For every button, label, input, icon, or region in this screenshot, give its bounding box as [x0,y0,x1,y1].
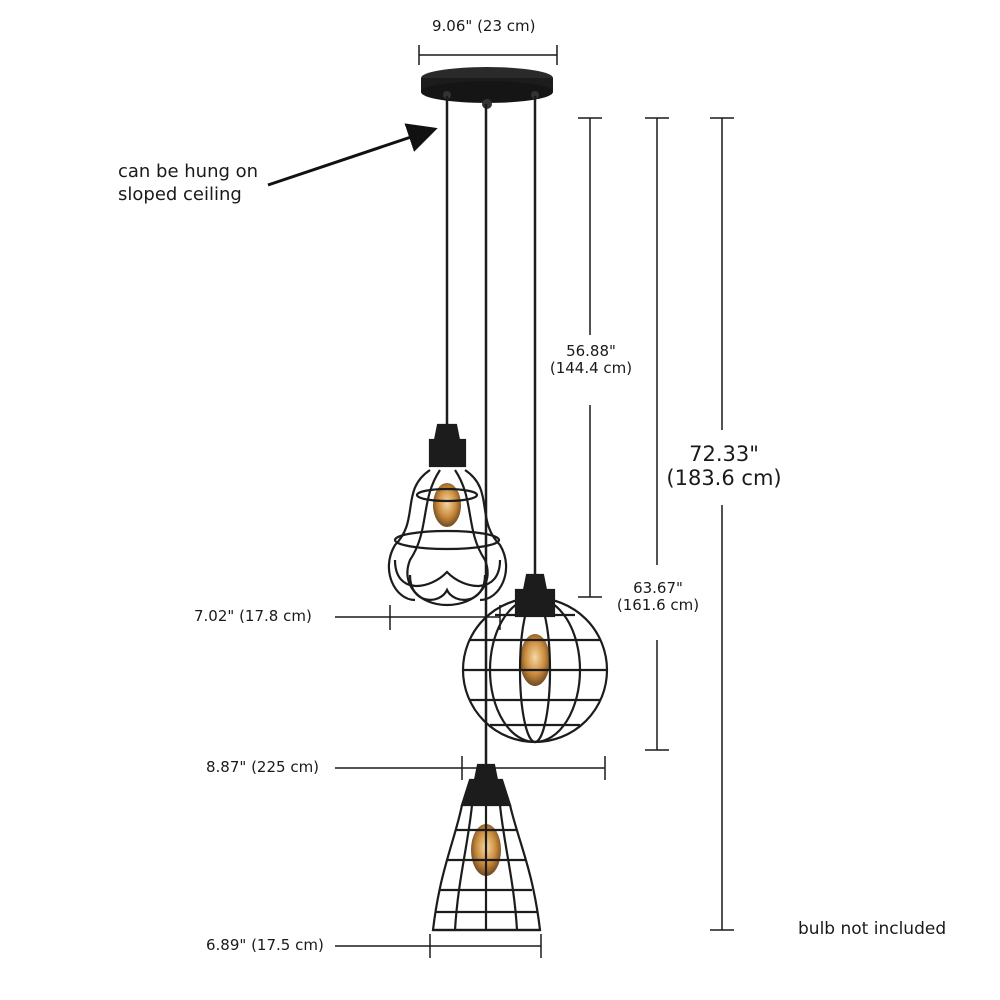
drop-total-inches: 72.33" [689,442,759,466]
drop-mid-cm: (161.6 cm) [616,596,700,615]
bulb-not-included-note: bulb not included [798,919,947,939]
drop-short-cm: (144.4 cm) [549,359,633,378]
drop-mid-inches: 63.67" [633,579,683,597]
pendant-top-width-label: 7.02" (17.8 cm) [194,607,312,625]
pendant-top-cage [387,423,508,607]
drop-total-cm: (183.6 cm) [666,466,782,491]
drop-mid-label: 63.67" (161.6 cm) [612,579,704,615]
drop-total-label: 72.33" (183.6 cm) [664,442,784,490]
sloped-note-line2: sloped ceiling [118,184,242,206]
sloped-ceiling-note: can be hung on sloped ceiling [118,160,258,207]
drop-short-inches: 56.88" [566,342,616,360]
ceiling-canopy [421,67,553,109]
dimension-lines [335,45,734,958]
pendant-cords [445,96,537,765]
canopy-width-label: 9.06" (23 cm) [432,17,536,35]
drop-short-label: 56.88" (144.4 cm) [545,342,637,378]
pendant-bottom-width-label: 6.89" (17.5 cm) [206,936,324,954]
pendant-middle-globe [461,573,609,744]
sloped-note-line1: can be hung on [118,161,259,182]
pendant-bottom-cage [431,763,542,932]
pendant-middle-width-label: 8.87" (225 cm) [206,758,320,776]
sloped-ceiling-arrow [267,123,438,187]
